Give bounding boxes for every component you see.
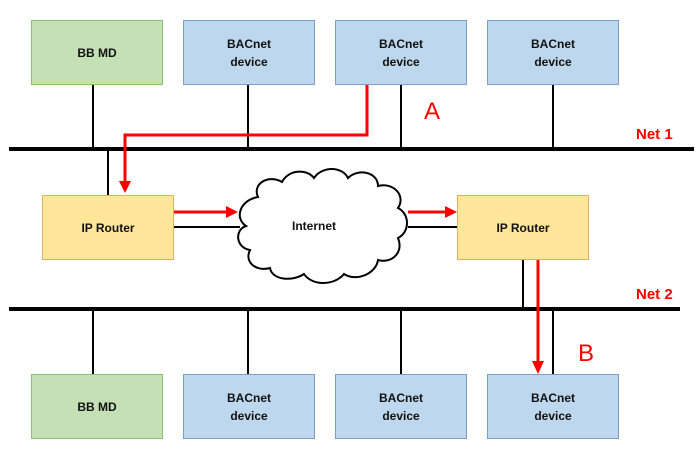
bottom-device-2-box: BACnet device <box>183 374 315 439</box>
bottom-device-3-label: BACnet device <box>379 390 423 423</box>
top-device-2-box: BACnet device <box>183 20 315 85</box>
marker-b: B <box>578 340 595 367</box>
internet-label: Internet <box>292 219 337 233</box>
net2-label: Net 2 <box>636 286 673 303</box>
top-bbmd-label: BB MD <box>77 45 117 60</box>
bottom-bbmd-label: BB MD <box>77 399 117 414</box>
top-device-2-label: BACnet device <box>227 36 271 69</box>
bottom-device-3-box: BACnet device <box>335 374 467 439</box>
top-device-4-label: BACnet device <box>531 36 575 69</box>
router-1-box: IP Router <box>42 195 174 260</box>
path-arrowhead-2 <box>226 206 238 218</box>
bottom-device-4-box: BACnet device <box>487 374 619 439</box>
router-2-box: IP Router <box>457 195 589 260</box>
top-device-4-box: BACnet device <box>487 20 619 85</box>
path-segment-a <box>123 84 369 183</box>
path-arrowhead-4 <box>532 361 544 374</box>
bottom-device-2-label: BACnet device <box>227 390 271 423</box>
top-device-3-label: BACnet device <box>379 36 423 69</box>
bottom-device-4-label: BACnet device <box>531 390 575 423</box>
marker-a: A <box>424 98 441 125</box>
net1-label: Net 1 <box>636 126 673 143</box>
router-1-label: IP Router <box>81 220 135 235</box>
bottom-bbmd-box: BB MD <box>31 374 163 439</box>
path-arrowhead-3 <box>445 206 457 218</box>
internet-cloud-icon <box>237 168 408 284</box>
top-device-3-box: BACnet device <box>335 20 467 85</box>
top-bbmd-box: BB MD <box>31 20 163 85</box>
path-arrowhead-1 <box>119 181 131 193</box>
router-2-label: IP Router <box>496 220 550 235</box>
